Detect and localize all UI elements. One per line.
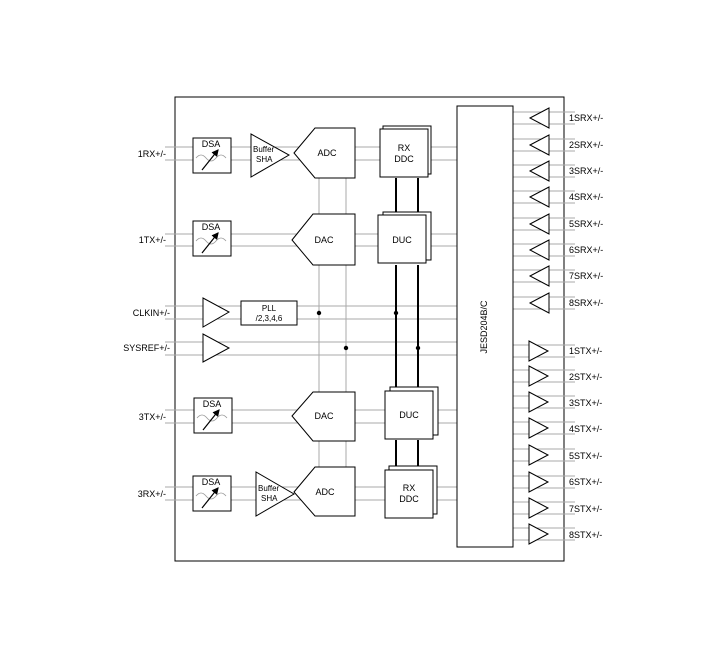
srx-label: 8SRX+/- [569,298,603,308]
srx-triangles [528,107,550,314]
srx-label: 6SRX+/- [569,245,603,255]
srx-labels: 1SRX+/- 2SRX+/- 3SRX+/- 4SRX+/- 5SRX+/- … [569,113,603,308]
stx-label: 3STX+/- [569,398,602,408]
adc-block-rx3: ADC [293,466,356,517]
dac-label-tx3: DAC [314,411,334,421]
srx-label: 1SRX+/- [569,113,603,123]
buffer-label-rx1: Buffer [253,145,275,154]
rx-ddc-block-1: RX DDC [379,125,432,178]
ddc-label-1: DDC [394,154,414,164]
stx-label: 1STX+/- [569,346,602,356]
ddc-label-3: DDC [399,494,419,504]
stx-labels: 1STX+/- 2STX+/- 3STX+/- 4STX+/- 5STX+/- … [569,346,602,540]
srx-label: 2SRX+/- [569,140,603,150]
buffer-sha-rx3: Buffer SHA [255,471,295,517]
jesd-label: JESD204B/C [479,300,489,354]
buffer-sha-rx1: Buffer SHA [250,133,291,178]
stx-label: 6STX+/- [569,477,602,487]
dsa-label-rx3: DSA [202,477,221,487]
stx-triangles [528,340,550,545]
dac-block-tx3: DAC [291,391,356,442]
duc-label-3: DUC [399,410,419,420]
sha-label-rx3: SHA [261,494,278,503]
input-label-rx3: 3RX+/- [138,489,166,499]
data-buses [395,178,419,467]
pll-block: PLL /2,3,4,6 [240,300,298,326]
dac-label-tx1: DAC [314,235,334,245]
sysref-buffer [202,333,231,363]
pll-divider-label: /2,3,4,6 [256,314,283,323]
dsa-block-rx1: DSA [192,137,232,174]
stx-label: 7STX+/- [569,504,602,514]
dsa-label-rx1: DSA [202,139,221,149]
rx-label-3: RX [403,483,416,493]
srx-label: 7SRX+/- [569,271,603,281]
dsa-block-rx3: DSA [192,475,232,512]
dac-block-tx1: DAC [291,213,356,266]
input-label-sysref: SYSREF+/- [123,343,170,353]
stx-label: 5STX+/- [569,451,602,461]
dsa-block-tx1: DSA [192,220,232,257]
duc-block-3: DUC [384,386,439,440]
input-label-tx3: 3TX+/- [139,412,166,422]
clkin-buffer [202,297,231,328]
buffer-label-rx3: Buffer [258,484,280,493]
stx-label: 4STX+/- [569,424,602,434]
duc-label-1: DUC [392,235,412,245]
junction-dots [316,310,421,351]
rx-ddc-block-3: RX DDC [384,465,438,519]
adc-label-rx3: ADC [315,487,335,497]
duc-block-1: DUC [377,211,432,264]
input-label-rx1: 1RX+/- [138,149,166,159]
srx-label: 3SRX+/- [569,166,603,176]
adc-label-rx1: ADC [317,148,337,158]
adc-block-rx1: ADC [293,127,356,179]
rx-label-1: RX [398,143,411,153]
stx-label: 2STX+/- [569,372,602,382]
pll-label: PLL [262,304,277,313]
sha-label-rx1: SHA [256,155,273,164]
dsa-block-tx3: DSA [193,397,233,434]
srx-label: 5SRX+/- [569,219,603,229]
input-label-clkin: CLKIN+/- [133,308,170,318]
stx-label: 8STX+/- [569,530,602,540]
dsa-label-tx1: DSA [202,222,221,232]
dsa-label-tx3: DSA [203,399,222,409]
jesd-block: JESD204B/C [456,105,514,548]
input-label-tx1: 1TX+/- [139,235,166,245]
srx-label: 4SRX+/- [569,192,603,202]
